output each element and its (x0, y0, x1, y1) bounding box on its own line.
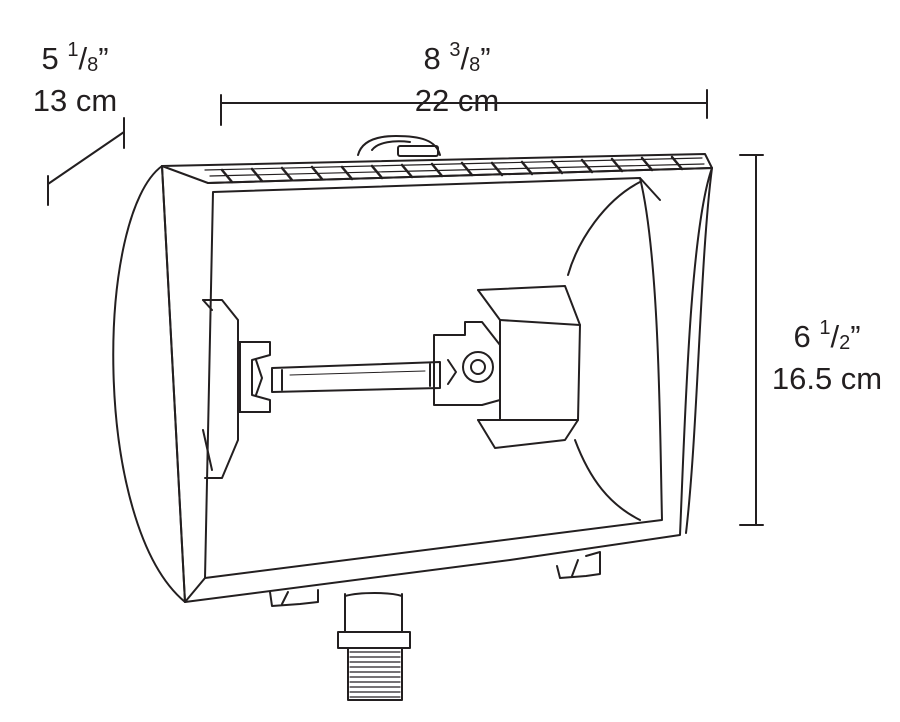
frame-bottom-edge (184, 577, 206, 603)
depth-dimension-line (47, 117, 125, 206)
width-imperial: 8 3/8” (423, 39, 491, 76)
reflector-right (567, 181, 641, 521)
depth-whole: 5 (41, 41, 59, 76)
width-denominator: 8 (469, 54, 481, 76)
glass-opening (204, 177, 663, 579)
depth-numerator: 1 (67, 39, 79, 61)
width-dimension-line (220, 89, 708, 126)
width-whole: 8 (423, 41, 441, 76)
width-metric: 22 cm (414, 83, 500, 118)
height-inch-mark: ” (850, 319, 861, 354)
bottom-mounting-tabs (269, 551, 601, 607)
depth-imperial: 5 1/8” (41, 39, 109, 76)
width-numerator: 3 (449, 39, 461, 61)
height-denominator: 2 (839, 332, 851, 354)
depth-denominator: 8 (87, 54, 99, 76)
depth-inch-mark: ” (98, 41, 109, 76)
depth-dimension-label: 5 1/8” 13 cm (20, 32, 130, 119)
reflector-left (202, 299, 213, 471)
height-whole: 6 (793, 319, 811, 354)
height-dimension-label: 6 1/2” 16.5 cm (762, 310, 892, 397)
depth-metric: 13 cm (32, 83, 118, 118)
width-dimension-label: 8 3/8” 22 cm (392, 32, 522, 119)
front-frame (161, 165, 713, 603)
top-bracket (357, 135, 441, 157)
height-imperial: 6 1/2” (793, 317, 861, 354)
halogen-tube (271, 361, 441, 393)
height-dimension-line (739, 154, 764, 526)
height-metric: 16.5 cm (771, 361, 883, 396)
width-inch-mark: ” (480, 41, 491, 76)
rear-housing (112, 165, 186, 603)
frame-right-bevel (685, 167, 713, 534)
left-lamp-socket (202, 299, 271, 479)
glass-opening-inner-right (639, 177, 661, 201)
right-lamp-socket (433, 285, 581, 449)
threaded-stem (337, 592, 411, 701)
height-numerator: 1 (819, 317, 831, 339)
